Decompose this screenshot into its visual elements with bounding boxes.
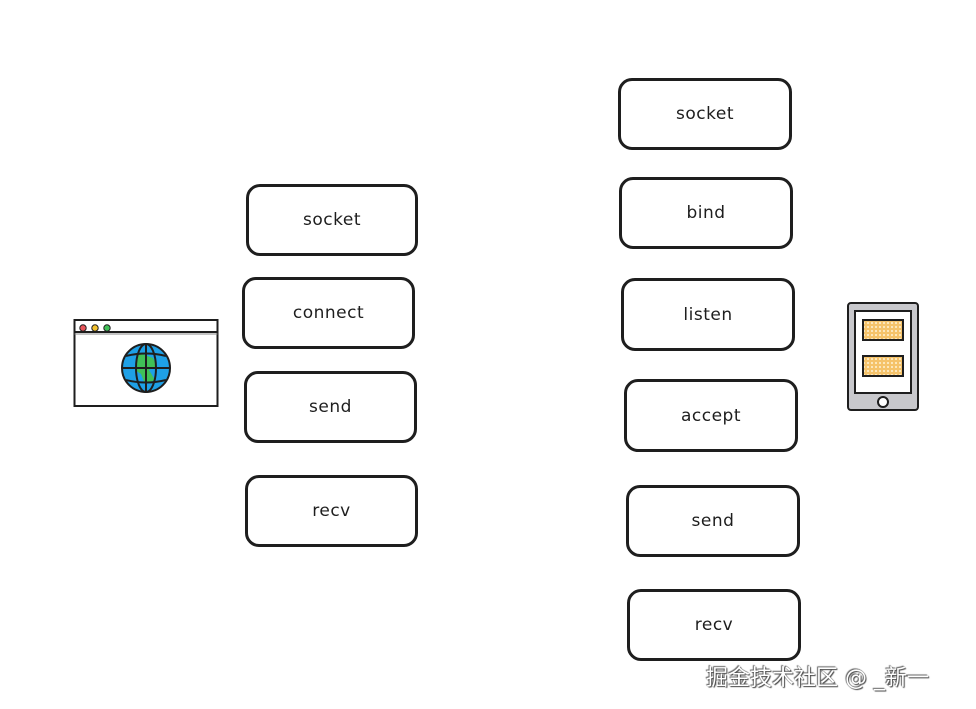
browser-globe-icon xyxy=(73,318,220,408)
server-step-socket: socket xyxy=(618,78,792,150)
server-step-listen: listen xyxy=(621,278,795,351)
client-step-send: send xyxy=(244,371,417,443)
server-step-accept: accept xyxy=(624,379,798,452)
server-step-recv: recv xyxy=(627,589,801,661)
server-step-send: send xyxy=(626,485,800,557)
client-step-connect: connect xyxy=(242,277,415,349)
client-step-socket: socket xyxy=(246,184,418,256)
watermark: 掘金技术社区 @ _新一 xyxy=(706,666,929,691)
server-step-bind: bind xyxy=(619,177,793,249)
client-step-recv: recv xyxy=(245,475,418,547)
mobile-device-icon xyxy=(846,301,920,412)
